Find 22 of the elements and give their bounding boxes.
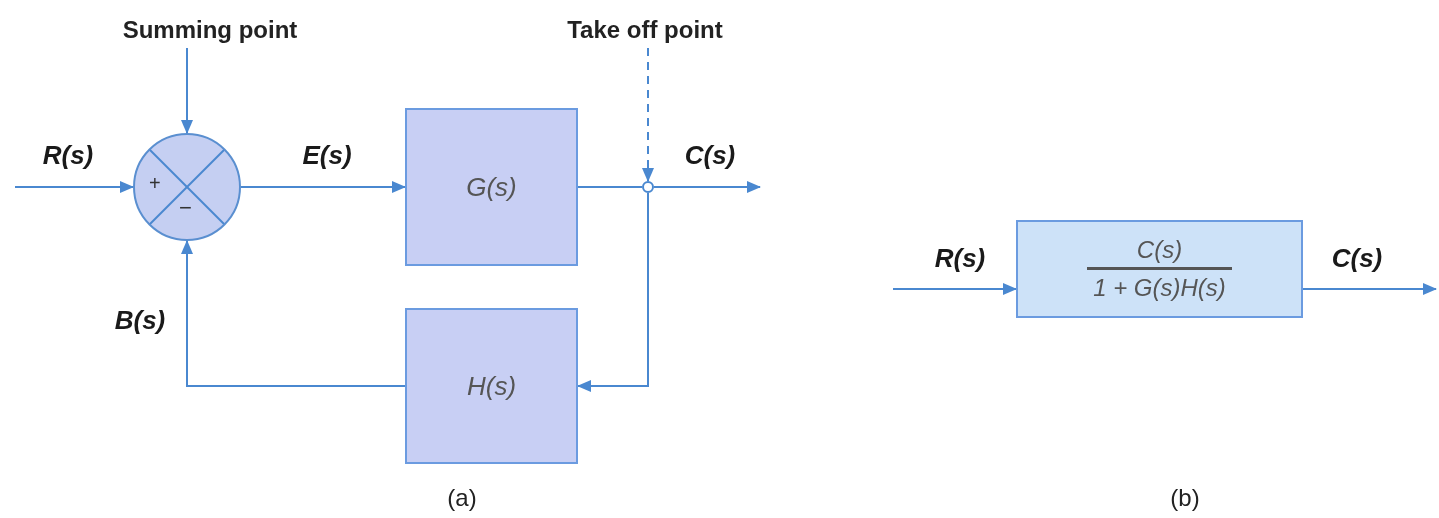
dashed-arrow: [642, 47, 654, 182]
subfigure-label: (b): [1170, 483, 1200, 513]
minus-sign: −: [179, 197, 192, 219]
transfer-function-block: H(s): [405, 308, 578, 464]
signal-arrow: [14, 181, 134, 193]
transfer-function-block: G(s): [405, 108, 578, 266]
signal-arrow: [577, 192, 649, 392]
takeoff-point: [642, 181, 654, 193]
signal-line: [577, 186, 643, 188]
signal-arrow: [240, 181, 406, 193]
callout-text: Take off point: [530, 12, 760, 48]
signal-arrow: [181, 47, 193, 134]
subfigure-label: (a): [447, 483, 477, 513]
transfer-function-block: [1016, 220, 1303, 318]
signal-arrow: [653, 181, 761, 193]
signal-arrow: [1302, 283, 1437, 295]
plus-sign: +: [149, 173, 161, 193]
signal-arrow: [181, 240, 406, 387]
denominator: 1 + G(s)H(s): [1093, 272, 1226, 303]
callout-text: Summing point: [90, 12, 330, 48]
signal-arrow: [892, 283, 1017, 295]
numerator: C(s): [1086, 232, 1233, 270]
